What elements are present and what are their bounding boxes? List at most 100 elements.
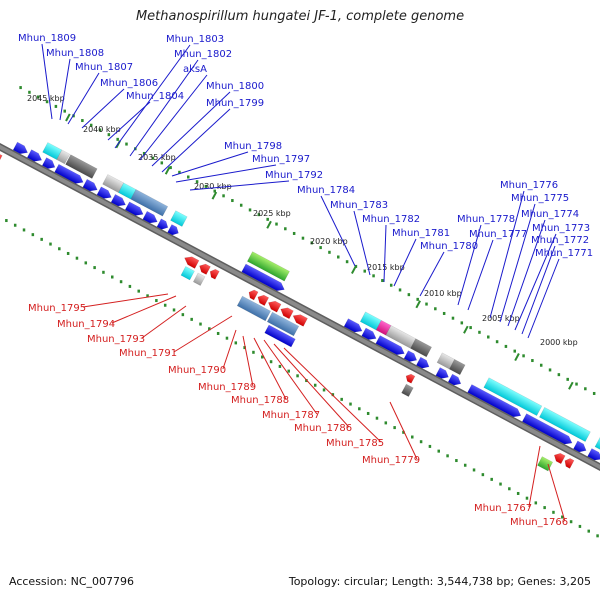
gene-label: Mhun_1767 <box>474 503 532 514</box>
gene-feature <box>447 373 462 386</box>
outer-ring-dot <box>28 90 31 94</box>
gene-feature <box>96 186 112 199</box>
outer-ring-dot <box>548 368 552 372</box>
outer-ring-dot <box>37 95 40 99</box>
label-leader <box>139 74 208 161</box>
gene-label: Mhun_1799 <box>206 98 264 109</box>
gene-feature <box>264 324 296 348</box>
gene-feature <box>156 218 169 230</box>
outer-ring-dot <box>89 123 93 127</box>
gene-label: Mhun_1778 <box>457 214 515 225</box>
outer-ring-dot <box>531 359 534 363</box>
label-leader <box>419 251 445 297</box>
gene-label: Mhun_1788 <box>231 395 289 406</box>
inner-ring-dot <box>384 421 388 425</box>
gene-label: Mhun_1774 <box>521 209 579 220</box>
label-leader <box>547 463 566 522</box>
inner-ring-dot <box>340 397 343 401</box>
outer-ring-dot <box>275 222 278 226</box>
inner-ring-dot <box>269 360 273 364</box>
tick-mark <box>164 166 171 175</box>
inner-ring-dot <box>596 534 599 538</box>
inner-ring-dot <box>437 449 440 453</box>
outer-ring-dot <box>522 354 525 358</box>
gene-feature <box>118 182 137 200</box>
outer-ring-dot <box>575 382 578 386</box>
label-leader <box>263 339 318 415</box>
gene-feature <box>375 335 405 355</box>
tick-label: 2020 kbp <box>310 237 348 246</box>
outer-ring-dot <box>345 260 349 264</box>
tick-label: 2045 kbp <box>27 94 65 103</box>
inner-ring-dot <box>472 468 476 472</box>
gene-feature <box>564 458 575 469</box>
gene-feature <box>587 448 600 461</box>
gene-label: Mhun_1771 <box>535 248 593 259</box>
outer-ring-dot <box>116 137 119 141</box>
gene-label: Mhun_1794 <box>57 319 115 330</box>
gene-label: Mhun_1777 <box>469 229 527 240</box>
inner-ring-dot <box>331 393 335 397</box>
inner-ring-dot <box>393 426 396 430</box>
inner-ring-dot <box>561 515 564 519</box>
label-leader <box>457 224 482 306</box>
inner-ring-dot <box>578 524 582 528</box>
inner-ring-dot <box>234 341 238 345</box>
outer-ring-dot <box>107 133 111 137</box>
inner-ring-dot <box>349 402 352 406</box>
gene-label: Mhun_1807 <box>75 62 133 73</box>
inner-ring-dot <box>296 374 299 378</box>
gene-label: aksA <box>183 64 207 75</box>
gene-feature <box>436 352 455 370</box>
outer-ring-dot <box>389 283 393 287</box>
gene-feature <box>266 311 300 337</box>
inner-ring-dot <box>172 308 176 312</box>
tick-label: 2000 kbp <box>540 338 578 347</box>
outer-ring-dot <box>81 119 84 123</box>
gene-feature <box>241 263 285 291</box>
gene-feature <box>102 174 124 193</box>
outer-ring-dot <box>381 279 384 283</box>
outer-ring-dot <box>187 175 190 179</box>
gene-feature <box>170 210 188 227</box>
label-leader <box>514 233 557 331</box>
gene-label: Mhun_1780 <box>420 241 478 252</box>
outer-ring-dot <box>45 100 49 104</box>
gene-label: Mhun_1790 <box>168 365 226 376</box>
inner-ring-dot <box>190 317 193 321</box>
outer-ring-dot <box>451 316 455 320</box>
gene-label: Mhun_1773 <box>532 223 590 234</box>
inner-ring-dot <box>455 459 458 463</box>
gene-feature <box>403 350 418 362</box>
gene-feature <box>65 154 98 179</box>
gene-label: Mhun_1802 <box>174 49 232 60</box>
inner-ring-dot <box>13 223 17 227</box>
inner-ring-dot <box>313 383 317 387</box>
gene-feature <box>405 373 416 384</box>
label-leader <box>353 210 371 276</box>
inner-ring-dot <box>58 247 61 251</box>
gene-label: Mhun_1776 <box>500 180 558 191</box>
outer-ring-dot <box>566 377 569 381</box>
tick-mark <box>514 353 520 362</box>
outer-ring-dot <box>407 293 411 297</box>
outer-ring-dot <box>328 250 331 254</box>
gene-label: Mhun_1792 <box>265 170 323 181</box>
inner-ring-dot <box>163 303 167 307</box>
label-leader <box>527 258 560 339</box>
label-leader <box>151 91 231 167</box>
gene-feature <box>573 440 587 453</box>
gene-label: Mhun_1795 <box>28 303 86 314</box>
outer-ring-dot <box>354 264 358 268</box>
label-leader <box>41 43 53 120</box>
outer-ring-dot <box>160 161 164 165</box>
inner-ring-dot <box>569 520 573 524</box>
inner-ring-dot <box>146 294 149 298</box>
outer-ring-dot <box>469 326 472 330</box>
outer-ring-dot <box>266 217 269 221</box>
reverse-gene-labels: Mhun_1795Mhun_1794Mhun_1793Mhun_1791Mhun… <box>28 293 568 528</box>
inner-ring-dot <box>463 463 467 467</box>
inner-ring-dot <box>119 280 123 284</box>
inner-ring-dot <box>428 444 432 448</box>
inner-ring-dot <box>40 237 43 241</box>
